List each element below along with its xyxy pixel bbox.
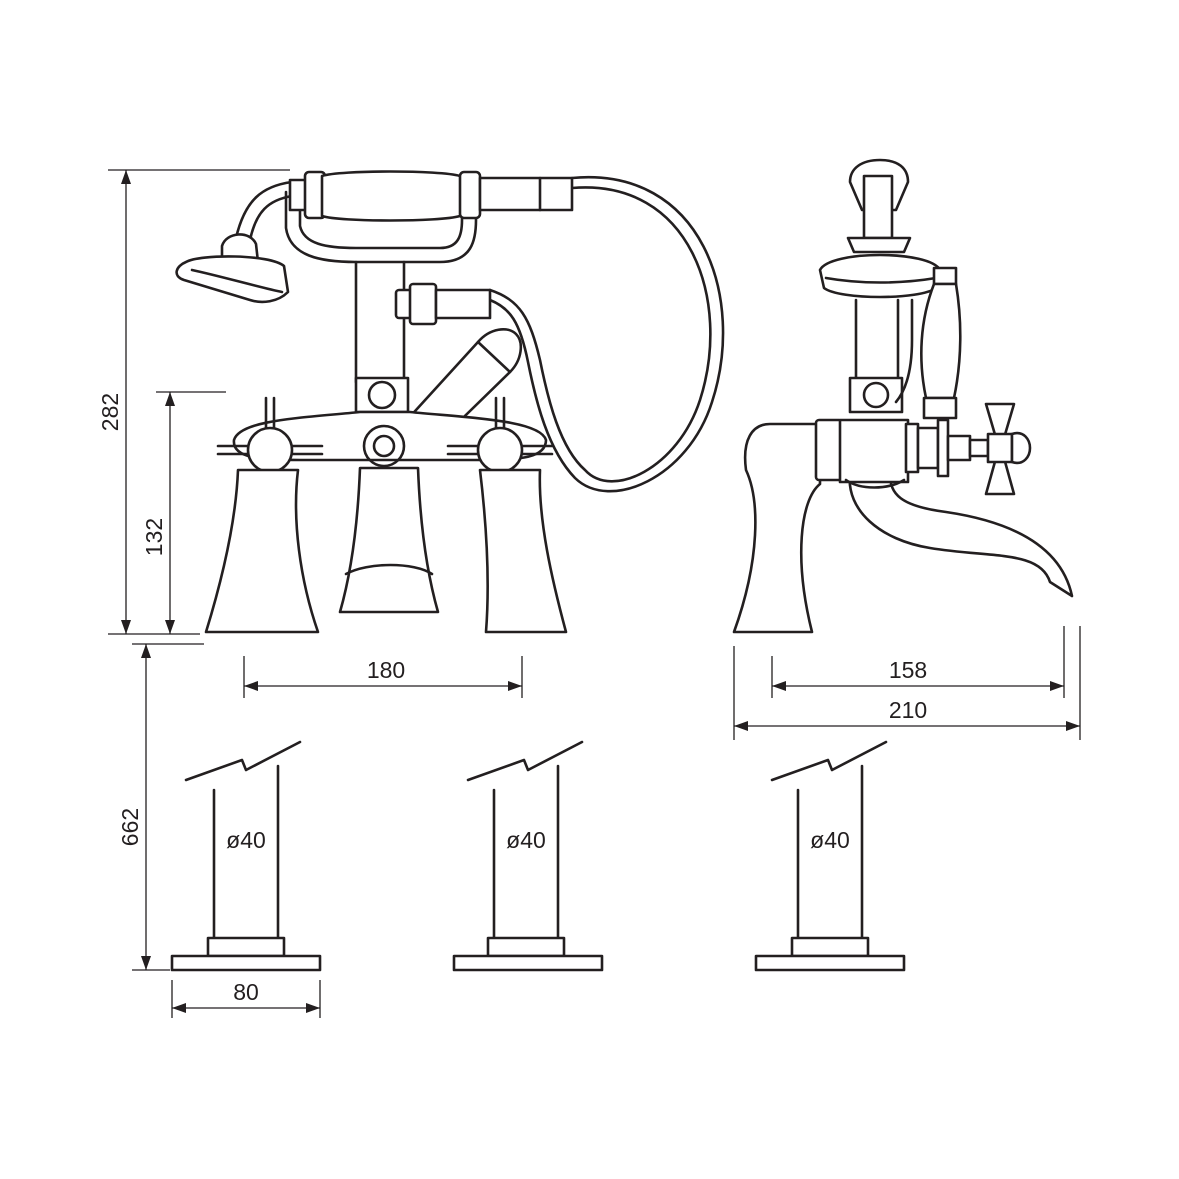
front-view bbox=[175, 170, 725, 634]
wall-bracket bbox=[848, 158, 910, 240]
standpipe-1 bbox=[170, 740, 322, 972]
dim-handle-height: 132 bbox=[141, 518, 167, 556]
side-leg bbox=[732, 422, 822, 634]
standpipe-3 bbox=[754, 740, 906, 972]
riser-nut bbox=[354, 376, 410, 414]
shower-head bbox=[175, 233, 290, 304]
hose-connector bbox=[394, 282, 492, 326]
centre-spout bbox=[338, 466, 440, 614]
left-leg bbox=[204, 468, 320, 634]
dim-leg-3-diameter: ø40 bbox=[810, 827, 850, 853]
side-fittings bbox=[904, 418, 990, 478]
side-lever bbox=[920, 266, 962, 420]
side-spout bbox=[848, 472, 1074, 598]
dim-centres: 180 bbox=[367, 657, 405, 683]
handset-arm bbox=[234, 180, 294, 240]
shower-hose bbox=[488, 186, 712, 483]
side-shower-rose bbox=[818, 236, 942, 299]
dim-leg-height: 662 bbox=[117, 808, 143, 846]
dim-projection: 158 bbox=[889, 657, 927, 683]
right-leg bbox=[478, 468, 568, 634]
dim-leg-2-diameter: ø40 bbox=[506, 827, 546, 853]
dim-depth: 210 bbox=[889, 697, 927, 723]
side-view bbox=[732, 158, 1074, 634]
handset bbox=[288, 170, 574, 222]
dim-base-width: 80 bbox=[233, 979, 259, 1005]
dim-overall-height: 282 bbox=[97, 393, 123, 431]
dimension-lines bbox=[108, 169, 1081, 1018]
standpipe-2 bbox=[452, 740, 604, 972]
side-cross-handle bbox=[984, 402, 1032, 496]
dim-leg-1-diameter: ø40 bbox=[226, 827, 266, 853]
